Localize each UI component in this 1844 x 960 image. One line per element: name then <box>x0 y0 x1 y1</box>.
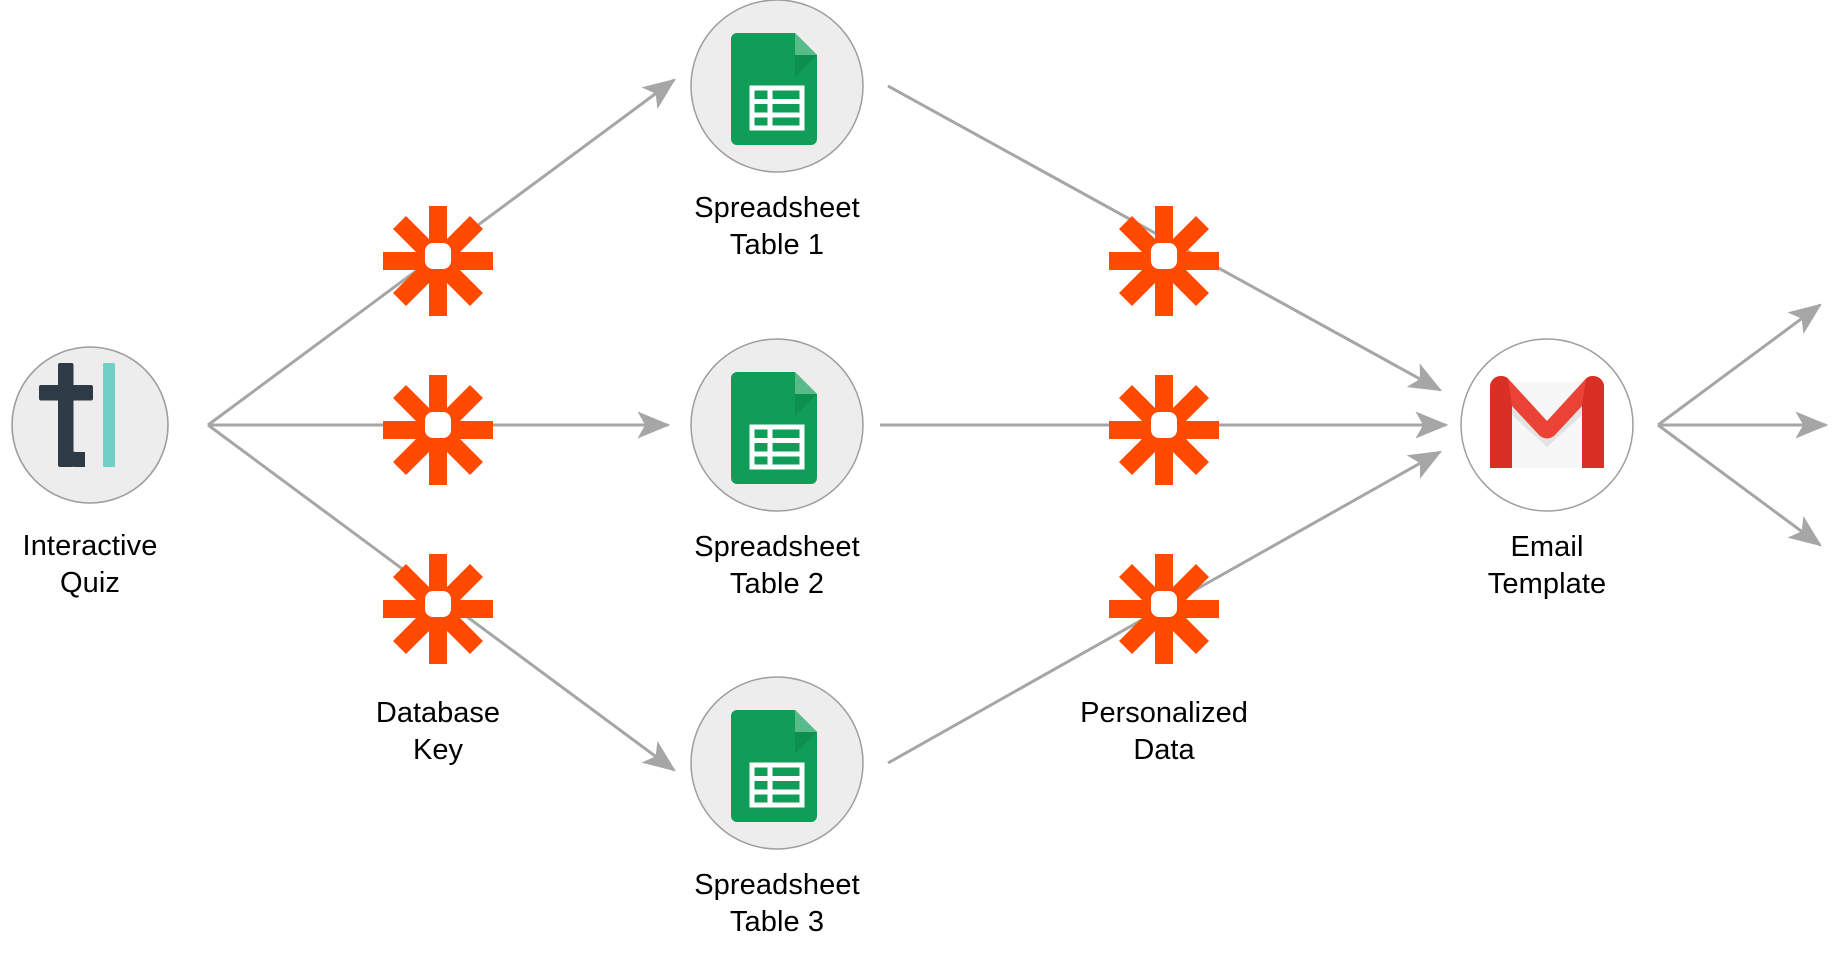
personalized-data-label: Personalized Data <box>1080 697 1248 766</box>
zapier-icon[interactable] <box>1109 554 1219 664</box>
typeform-icon <box>39 363 115 468</box>
spreadsheet-table-2-label: Spreadsheet Table 2 <box>694 531 860 600</box>
zapier-icon[interactable] <box>383 554 493 664</box>
google-sheets-icon <box>731 372 817 484</box>
spreadsheet-table-3-label: Spreadsheet Table 3 <box>694 869 860 938</box>
database-key-label: Database Key <box>375 697 501 766</box>
node-email-template[interactable] <box>1460 338 1634 512</box>
node-spreadsheet-table-1[interactable] <box>690 0 864 173</box>
google-sheets-icon <box>731 33 817 145</box>
edge-email-out-up <box>1657 303 1822 427</box>
zapier-icon[interactable] <box>383 206 493 316</box>
interactive-quiz-circle <box>11 346 169 504</box>
google-sheets-icon <box>731 710 817 822</box>
gmail-icon <box>1490 375 1604 468</box>
spreadsheet-table-1-label: Spreadsheet Table 1 <box>694 192 860 261</box>
interactive-quiz-label: Interactive Quiz <box>22 530 158 599</box>
edge-email-out-down <box>1657 423 1822 547</box>
node-interactive-quiz[interactable] <box>11 346 169 504</box>
zapier-icon[interactable] <box>1109 375 1219 485</box>
node-spreadsheet-table-2[interactable] <box>690 338 864 512</box>
zapier-icon[interactable] <box>1109 206 1219 316</box>
node-spreadsheet-table-3[interactable] <box>690 676 864 850</box>
email-template-label: Email Template <box>1487 531 1607 600</box>
zapier-icon[interactable] <box>383 375 493 485</box>
